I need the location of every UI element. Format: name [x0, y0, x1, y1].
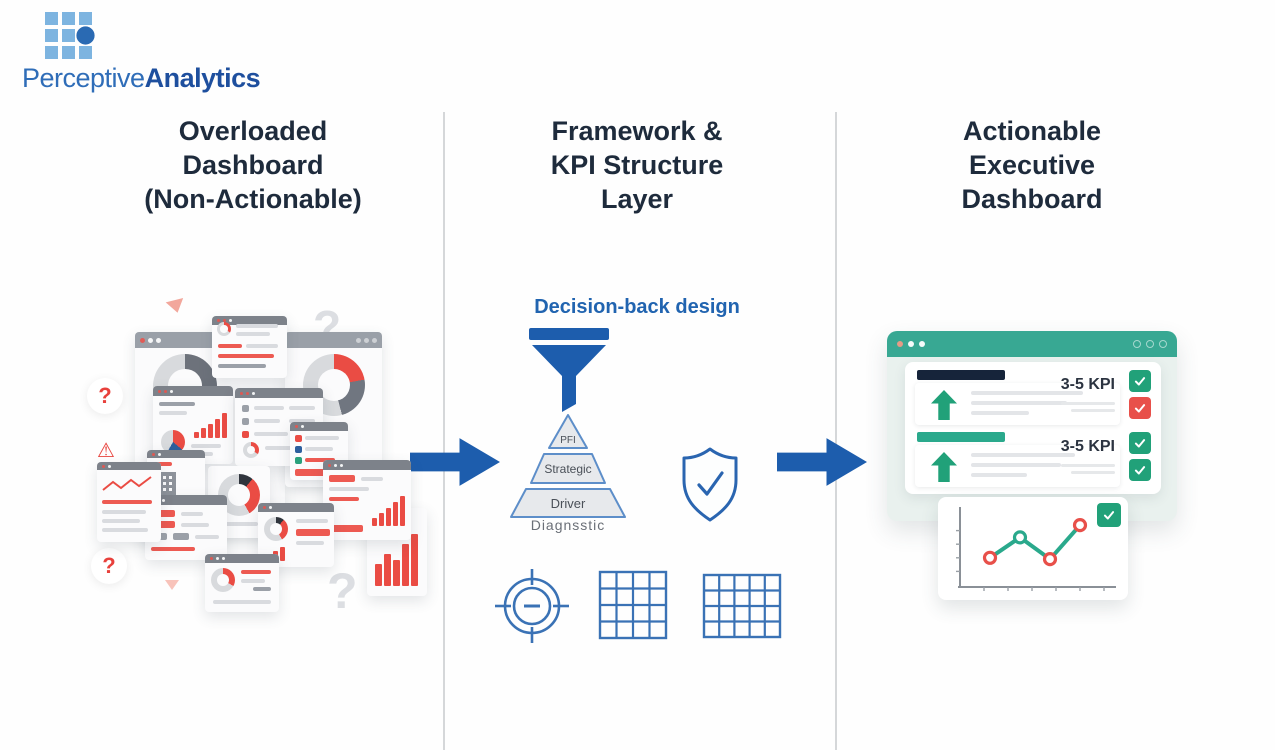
grid-4x4-icon — [598, 570, 668, 640]
checkbox-checked-green-icon — [1097, 503, 1121, 527]
kpi-row: 3-5 KPI — [915, 432, 1151, 490]
funnel-icon — [529, 328, 609, 412]
shield-check-icon — [682, 447, 738, 522]
kpi-count-label: 3-5 KPI — [1060, 376, 1115, 393]
column-divider — [443, 112, 445, 750]
kpi-summary-card: 3-5 KPI 3-5 KPI — [905, 362, 1161, 494]
red-line-chart-icon — [102, 476, 152, 491]
kpi-row: 3-5 KPI — [915, 370, 1151, 428]
mini-dashboard-window — [212, 316, 287, 378]
kpi-trend-chart-card — [938, 497, 1128, 600]
logo: PerceptiveAnalytics — [22, 12, 261, 93]
pyramid-tier-bottom-label: Driver — [551, 496, 586, 511]
checkbox-checked-green-icon — [1129, 370, 1151, 392]
target-icon — [495, 569, 569, 643]
brand-name: PerceptiveAnalytics — [22, 63, 261, 93]
kpi-row-card — [915, 383, 1120, 425]
kpi-row-title-bar — [917, 370, 1005, 380]
column-divider — [835, 112, 837, 750]
logo-grid-icon — [45, 12, 260, 59]
triangle-decoration — [165, 580, 179, 590]
header-overloaded-dashboard: Overloaded Dashboard (Non-Actionable) — [144, 116, 362, 214]
mini-dashboard-window — [290, 422, 348, 480]
warning-triangle-icon: ⚠ — [97, 440, 115, 462]
question-mark-icon: ? — [327, 563, 358, 619]
window-controls-icons — [1133, 340, 1167, 348]
window-dot-icon — [908, 341, 914, 347]
question-mark-icon: ? — [87, 378, 123, 414]
up-arrow-icon — [931, 390, 957, 420]
pyramid-base-label: Diagnsstic — [530, 517, 606, 533]
kpi-checkboxes — [1129, 370, 1151, 419]
header-framework-kpi: Framework & KPI Structure Layer — [550, 116, 724, 214]
brand-regular: Perceptive — [22, 63, 145, 93]
window-dot-icon — [897, 341, 903, 347]
triangle-decoration — [165, 298, 187, 315]
browser-titlebar — [887, 331, 1177, 357]
brand-bold: Analytics — [144, 63, 261, 93]
pyramid-tier-middle-label: Strategic — [544, 462, 591, 476]
kpi-count-label: 3-5 KPI — [1060, 438, 1115, 455]
question-mark-icon: ? — [91, 548, 127, 584]
mini-dashboard-window — [205, 554, 279, 612]
mini-dashboard-window — [97, 462, 161, 542]
checkbox-checked-red-icon — [1129, 397, 1151, 419]
header-actionable-dashboard: Actionable Executive Dashboard — [961, 116, 1103, 214]
arrow-right-icon — [777, 438, 867, 486]
up-arrow-icon — [931, 452, 957, 482]
checkbox-checked-green-icon — [1129, 432, 1151, 454]
checkbox-checked-green-icon — [1129, 459, 1151, 481]
pyramid-tier-top-label: PFI — [560, 435, 576, 446]
grid-5x4-icon — [702, 573, 782, 639]
kpi-trend-chart — [956, 507, 1116, 591]
kpi-pyramid: PFI Strategic Driver — [510, 414, 626, 518]
overloaded-dashboard-collage: ? ? ? ? ? ⚠ ⚠ — [85, 270, 430, 630]
decision-back-design-label: Decision-back design — [534, 296, 740, 318]
mini-dashboard-window — [323, 460, 411, 540]
kpi-row-title-bar — [917, 432, 1005, 442]
kpi-checkboxes — [1129, 432, 1151, 481]
window-dot-icon — [919, 341, 925, 347]
